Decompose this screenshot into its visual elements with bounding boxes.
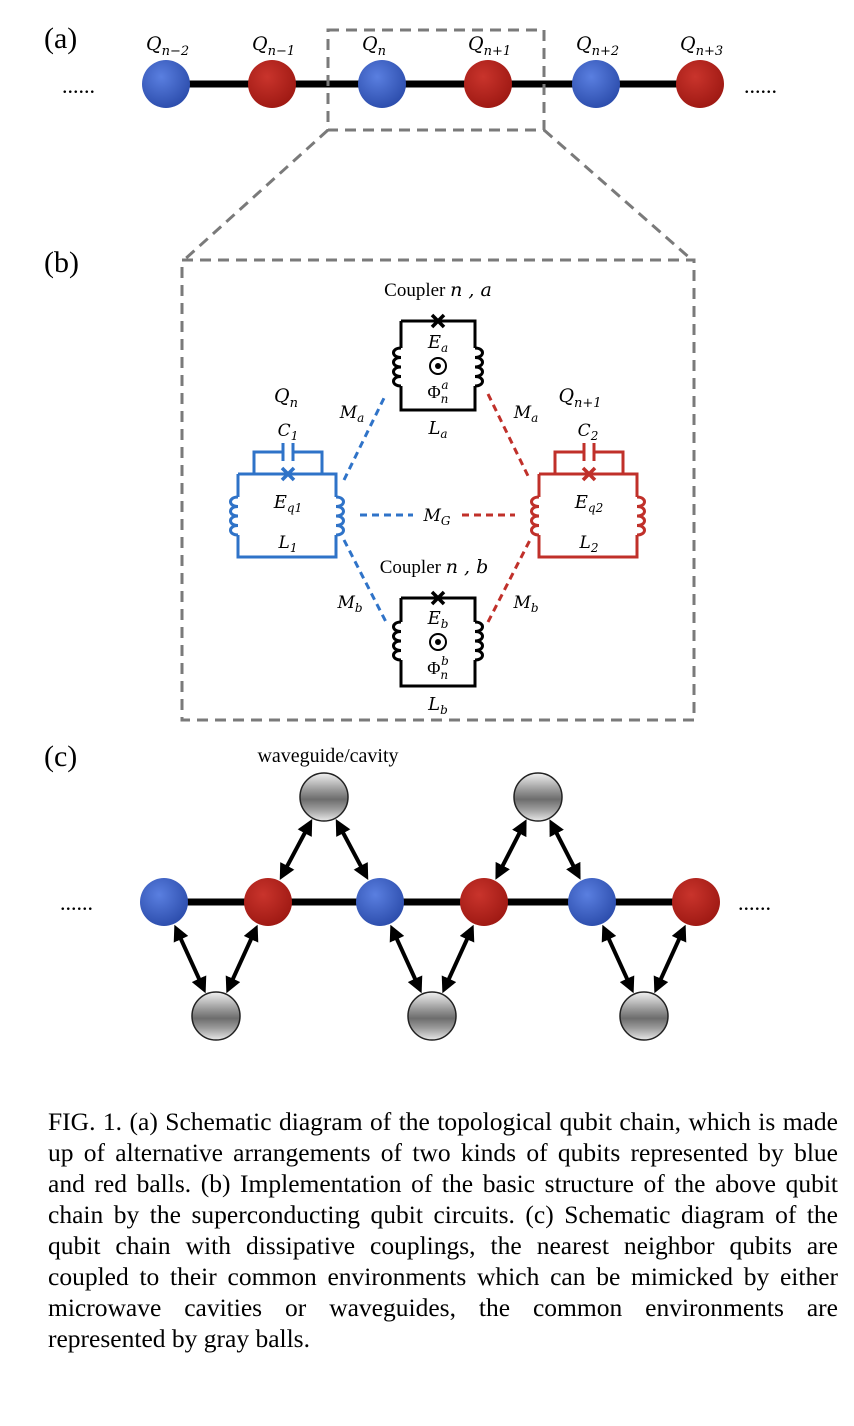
panel-c-qubit-chain — [140, 878, 720, 926]
coupler-a-flux: Φna — [427, 378, 448, 406]
qubit-left-capacitor-label: C1 — [278, 421, 299, 443]
qubit-label: Qn — [362, 33, 386, 59]
qubit-left-junction-icon — [280, 466, 296, 482]
coupler-b-energy: Eb — [427, 608, 449, 631]
coupler-b-flux-icon — [429, 633, 447, 651]
coupler-b-inductor-label: Lb — [427, 694, 448, 717]
chain-qubit-red — [672, 878, 720, 926]
coupler-a-junction-icon — [430, 313, 446, 329]
mutual-mg-label: MG — [422, 506, 450, 528]
environment-ball — [299, 772, 349, 822]
environment-ball — [619, 991, 669, 1041]
coupler-a-circuit — [392, 319, 484, 412]
circuit-box — [180, 258, 696, 722]
qubit-right-inductor-right — [636, 495, 646, 537]
coupling-arrow — [495, 819, 527, 880]
qubit-right-inductor-label: L2 — [579, 533, 599, 555]
qubit-ball-red — [676, 60, 724, 108]
panel-a-ellipsis-right: ...... — [744, 73, 777, 98]
coupling-arrow — [601, 924, 635, 994]
panel-c-environments — [191, 772, 669, 1041]
coupling-ma-left — [342, 393, 388, 481]
panel-c-dissipative-arrows — [173, 819, 687, 994]
qubit-left-circuit — [229, 443, 345, 559]
zoom-line-right — [543, 128, 693, 262]
qubit-label: Qn+2 — [576, 33, 619, 59]
coupling-arrow — [173, 924, 207, 994]
coupler-b-inductor-left — [392, 620, 402, 662]
coupling-mb-left — [342, 539, 388, 623]
environment-ball — [191, 991, 241, 1041]
environment-ball — [513, 772, 563, 822]
qubit-ball-red — [248, 60, 296, 108]
qubit-ball-blue — [572, 60, 620, 108]
coupler-a-energy: Ea — [427, 332, 448, 355]
chain-qubit-red — [460, 878, 508, 926]
coupler-b-inductor-right — [474, 620, 484, 662]
environment-ball — [407, 991, 457, 1041]
qubit-label: Qn+1 — [468, 33, 511, 59]
coupling-arrow — [335, 819, 369, 880]
qubit-label: Qn−2 — [146, 33, 189, 59]
zoom-box — [326, 28, 546, 132]
qubit-left-energy: Eq1 — [273, 492, 302, 515]
qubit-label: Qn+3 — [680, 33, 723, 59]
coupler-a-title: Coupler n , a — [384, 279, 492, 301]
panel-a-qubit-chain: Qn−2 Qn−1 Qn Qn+1 Qn+2 Qn+3 — [142, 33, 724, 108]
chain-qubit-blue — [140, 878, 188, 926]
qubit-left-name: Qn — [274, 385, 298, 411]
panel-a-label: (a) — [44, 22, 77, 55]
qubit-right-inductor-left — [530, 495, 540, 537]
qubit-left-inductor-label: L1 — [278, 533, 298, 555]
qubit-right-energy: Eq2 — [574, 492, 603, 515]
mutual-mb-right-label: Mb — [512, 593, 538, 615]
coupler-b-title: Coupler n , b — [380, 556, 489, 578]
coupler-a-inductor-right — [474, 346, 484, 388]
coupling-arrow — [653, 924, 687, 994]
mutual-ma-right-label: Ma — [513, 403, 539, 425]
qubit-label: Qn−1 — [252, 33, 295, 59]
chain-qubit-blue — [568, 878, 616, 926]
coupling-mb-right — [486, 539, 532, 623]
qubit-left-inductor-right — [335, 495, 345, 537]
coupling-arrow — [549, 819, 581, 880]
qubit-right-circuit — [530, 443, 646, 559]
qubit-right-capacitor-label: C2 — [578, 421, 599, 443]
qubit-right-junction-icon — [581, 466, 597, 482]
panel-a-ellipsis-left: ...... — [62, 73, 95, 98]
coupler-a-inductor-left — [392, 346, 402, 388]
coupling-arrow — [389, 924, 423, 994]
qubit-left-inductor-left — [229, 495, 239, 537]
coupling-arrow — [279, 819, 313, 880]
chain-qubit-red — [244, 878, 292, 926]
coupling-ma-right — [486, 393, 532, 481]
coupling-arrow — [441, 924, 475, 994]
qubit-right-name: Qn+1 — [558, 385, 601, 411]
coupler-a-inductor-label: La — [427, 418, 447, 441]
coupling-arrow — [225, 924, 259, 994]
panel-c-ellipsis-left: ...... — [60, 890, 93, 915]
chain-qubit-blue — [356, 878, 404, 926]
coupler-b-circuit — [392, 596, 484, 688]
qubit-ball-blue — [358, 60, 406, 108]
mutual-mb-left-label: Mb — [336, 593, 362, 615]
mutual-ma-left-label: Ma — [339, 403, 365, 425]
panel-b-label: (b) — [44, 246, 79, 279]
figure-caption: FIG. 1. (a) Schematic diagram of the top… — [48, 1107, 838, 1353]
coupler-b-flux: Φnb — [427, 654, 449, 682]
panel-c-ellipsis-right: ...... — [738, 890, 771, 915]
panel-c-label: (c) — [44, 740, 77, 773]
coupler-a-flux-icon — [429, 357, 447, 375]
zoom-line-left — [182, 128, 330, 262]
coupler-b-junction-icon — [430, 590, 446, 606]
environment-label: waveguide/cavity — [257, 745, 398, 767]
mutual-couplings — [342, 393, 532, 623]
qubit-ball-blue — [142, 60, 190, 108]
qubit-ball-red — [464, 60, 512, 108]
